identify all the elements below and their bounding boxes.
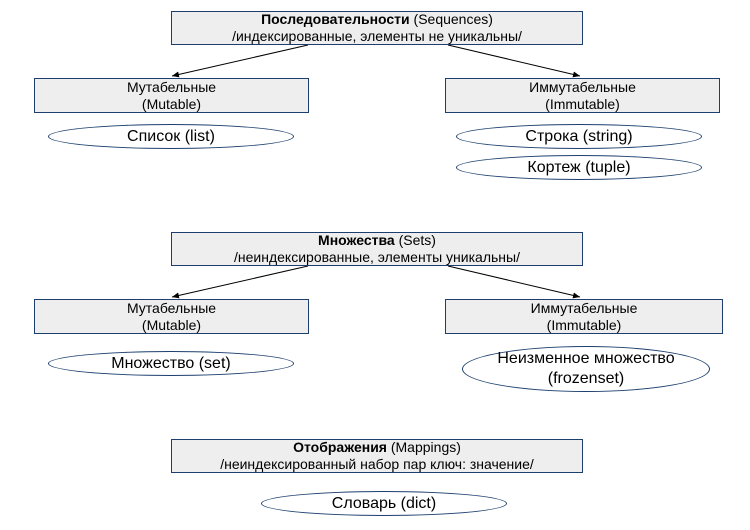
tuple-label: Кортеж (tuple)	[527, 158, 631, 176]
list-label: Список (list)	[127, 127, 215, 145]
sets-mutable-box: Мутабельные (Mutable)	[34, 299, 309, 334]
sequences-subtitle: /индексированные, элементы не уникальны/	[232, 28, 522, 44]
sets-title: Множества (Sets)	[318, 232, 436, 249]
arrow-sequences-to-immutable	[447, 44, 581, 78]
sets-immutable-english: (Immutable)	[546, 316, 622, 333]
sequences-title-bold: Последовательности	[261, 11, 410, 27]
frozenset-ellipse: Неизменное множество (frozenset)	[462, 346, 710, 392]
arrow-sets-to-mutable	[171, 265, 309, 299]
sequences-header-box: Последовательности (Sequences) /индексир…	[171, 11, 583, 45]
sets-title-english: (Sets)	[394, 232, 436, 248]
tuple-ellipse: Кортеж (tuple)	[456, 155, 702, 180]
dict-label: Словарь (dict)	[331, 494, 437, 512]
mappings-title-english: (Mappings)	[386, 439, 461, 455]
sequences-immutable-label: Иммутабельные	[529, 78, 636, 95]
sets-mutable-english: (Mutable)	[141, 316, 202, 333]
sequences-immutable-box: Иммутабельные (Immutable)	[445, 78, 720, 113]
mappings-title: Отображения (Mappings)	[293, 439, 461, 456]
sequences-mutable-english: (Mutable)	[141, 95, 202, 112]
sets-immutable-label: Иммутабельные	[530, 299, 638, 316]
arrow-sequences-to-mutable	[171, 44, 309, 78]
sets-mutable-label: Мутабельные	[126, 299, 217, 316]
arrow-sets-to-immutable	[447, 265, 581, 299]
sets-immutable-box: Иммутабельные (Immutable)	[445, 299, 723, 334]
mappings-title-bold: Отображения	[293, 439, 387, 455]
frozenset-label: Неизменное множество	[497, 350, 675, 367]
string-ellipse: Строка (string)	[456, 124, 702, 149]
string-label: Строка (string)	[525, 127, 633, 145]
set-label: Множество (set)	[111, 354, 231, 372]
list-ellipse: Список (list)	[48, 124, 294, 149]
sequences-mutable-label: Мутабельные	[126, 78, 217, 95]
dict-ellipse: Словарь (dict)	[261, 491, 507, 516]
sets-header-box: Множества (Sets) /неиндексированные, эле…	[171, 232, 583, 266]
sequences-immutable-english: (Immutable)	[545, 95, 620, 112]
mappings-header-box: Отображения (Mappings) /неиндексированны…	[171, 439, 583, 473]
sequences-title-english: (Sequences)	[409, 11, 493, 27]
sets-subtitle: /неиндексированные, элементы уникальны/	[234, 249, 520, 265]
mappings-subtitle: /неиндексированный набор пар ключ: значе…	[220, 456, 534, 472]
frozenset-english: (frozenset)	[547, 370, 625, 387]
sequences-title: Последовательности (Sequences)	[261, 11, 493, 28]
sets-title-bold: Множества	[318, 232, 395, 248]
sequences-mutable-box: Мутабельные (Mutable)	[34, 78, 309, 113]
set-ellipse: Множество (set)	[48, 351, 294, 376]
